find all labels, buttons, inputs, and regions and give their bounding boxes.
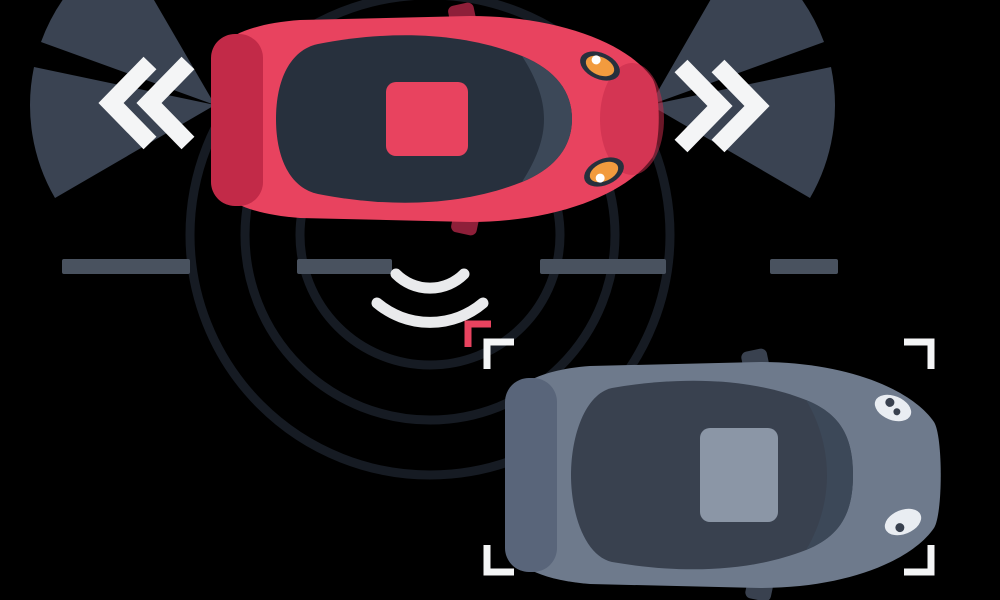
gray-car-rear-shade — [505, 378, 557, 572]
red-car-headlight-top — [580, 51, 620, 81]
lane-dash — [540, 259, 666, 274]
gray-car-headlight-top — [874, 394, 912, 422]
chevron-double-right-icon — [674, 59, 770, 153]
lane-dash — [770, 259, 838, 274]
headlight-lamp — [874, 394, 912, 422]
sonar-wave-inner — [390, 268, 470, 294]
gray-car — [505, 348, 941, 600]
headlight-dot — [893, 408, 901, 416]
frame-corner-top-left — [483, 338, 514, 369]
headlight-glint — [595, 173, 605, 183]
red-car-nose-shade — [600, 63, 664, 175]
red-car-rear-shade — [211, 34, 263, 206]
red-car-headlight-bottom — [584, 157, 624, 187]
red-car-roof — [386, 82, 468, 156]
target-corner-icon — [464, 320, 491, 347]
sensor-ring-outer — [185, 0, 675, 480]
headlight-glint — [591, 55, 601, 65]
red-car-windshield-highlight — [522, 56, 572, 182]
frame-corner-bottom-right — [904, 545, 935, 576]
detection-frame-icon — [483, 338, 935, 576]
gray-car-roof — [700, 428, 778, 522]
chevron-right-inner — [674, 59, 733, 153]
lane-dash — [62, 259, 190, 274]
chevron-left-inner — [136, 56, 195, 150]
sensor-fan-icon-left-lower — [30, 67, 216, 198]
frame-corner-bottom-left — [483, 545, 514, 576]
lane-dashes — [62, 259, 838, 274]
chevron-left-outer — [98, 56, 157, 150]
frame-corner-top-right — [904, 338, 935, 369]
gray-car-headlight-bottom — [884, 508, 922, 536]
sonar-waves-icon — [371, 268, 489, 328]
headlight-dot — [885, 397, 895, 407]
chevron-double-left-icon — [98, 56, 195, 150]
chevron-right-outer — [711, 59, 770, 153]
red-car — [211, 2, 664, 236]
gray-car-windshield-highlight — [806, 400, 853, 550]
lane-dash — [297, 259, 392, 274]
headlight-lamp — [884, 508, 922, 536]
sonar-wave-outer — [371, 297, 489, 328]
headlight-dot — [895, 523, 905, 533]
